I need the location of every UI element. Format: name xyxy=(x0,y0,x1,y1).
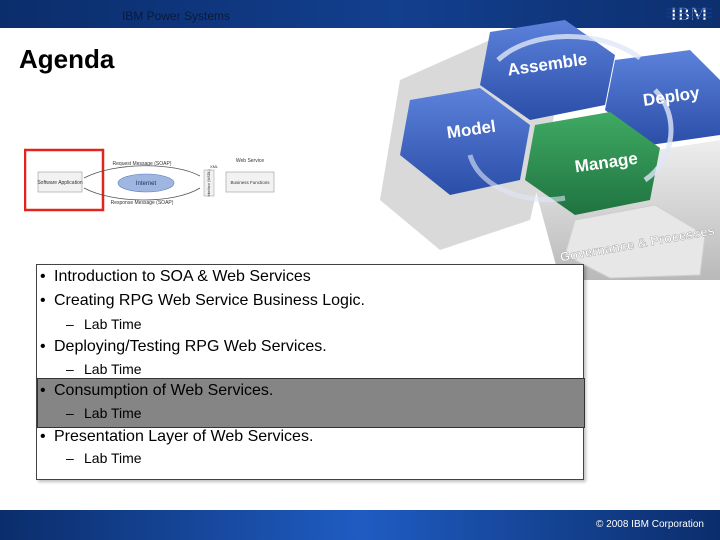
brand-title: IBM Power Systems xyxy=(122,9,231,23)
svg-text:Software Application: Software Application xyxy=(37,180,83,186)
page-title: Agenda xyxy=(19,44,115,74)
svg-text:Request Message (SOAP): Request Message (SOAP) xyxy=(113,161,172,167)
dash: – xyxy=(66,361,74,377)
agenda-subitem: –Lab Time xyxy=(66,450,142,466)
svg-text:Interface (WSDL): Interface (WSDL) xyxy=(207,169,211,196)
hex-manage xyxy=(525,112,660,215)
agenda-item: •Consumption of Web Services. xyxy=(40,382,274,399)
svg-text:Business Functions: Business Functions xyxy=(230,180,270,185)
soa-hexagon-graphic: Assemble Deploy Model Manage Governance … xyxy=(380,20,720,280)
agenda-item: •Presentation Layer of Web Services. xyxy=(40,428,314,445)
ibm-logo: IBM xyxy=(666,4,712,25)
agenda-subitem: –Lab Time xyxy=(66,405,142,421)
hex-governance xyxy=(564,204,706,279)
web-service-diagram: Software Application Request Message (SO… xyxy=(24,148,275,212)
hex-model xyxy=(400,88,530,195)
bullet: • xyxy=(40,382,46,399)
hex-assemble xyxy=(480,20,615,120)
svg-text:Response Message (SOAP): Response Message (SOAP) xyxy=(111,200,174,206)
dash: – xyxy=(66,316,74,332)
agenda-item: •Introduction to SOA & Web Services xyxy=(40,268,311,285)
agenda-panel xyxy=(36,264,584,480)
dash: – xyxy=(66,405,74,421)
bullet: • xyxy=(40,292,46,309)
copyright: © 2008 IBM Corporation xyxy=(596,519,704,530)
agenda-item: •Creating RPG Web Service Business Logic… xyxy=(40,292,365,309)
bullet: • xyxy=(40,338,46,355)
highlighted-agenda-item xyxy=(37,378,585,428)
svg-text:Internet: Internet xyxy=(136,181,157,187)
dash: – xyxy=(66,450,74,466)
svg-text:Web Service: Web Service xyxy=(236,158,264,164)
footer-bar: © 2008 IBM Corporation xyxy=(0,510,720,540)
header-bar: IBM Power Systems IBM xyxy=(0,0,720,28)
bullet: • xyxy=(40,428,46,445)
agenda-subitem: –Lab Time xyxy=(66,316,142,332)
agenda-item: •Deploying/Testing RPG Web Services. xyxy=(40,338,327,355)
svg-text:XML: XML xyxy=(210,164,219,169)
bullet: • xyxy=(40,268,46,285)
agenda-subitem: –Lab Time xyxy=(66,361,142,377)
callout-frame xyxy=(24,148,105,212)
